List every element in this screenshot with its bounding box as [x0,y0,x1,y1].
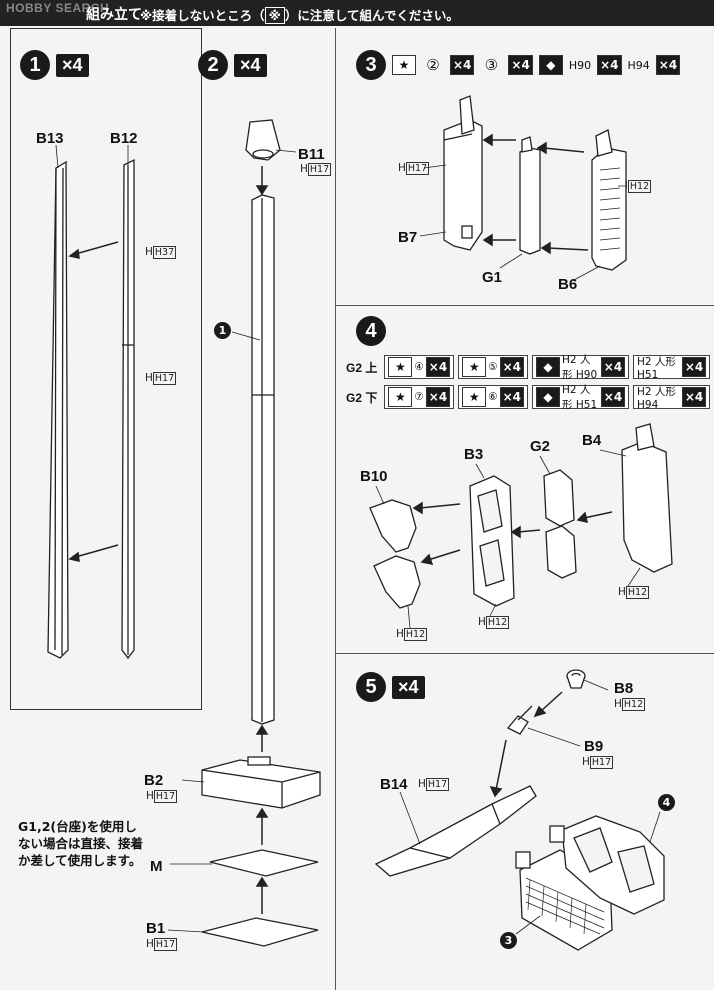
divider-step3-4 [335,305,714,306]
table-cell: ★⑥×4 [458,385,529,409]
label-b10: B10 [360,468,388,485]
label-b7: B7 [398,229,418,246]
label-b11: B11 [298,146,325,163]
header-bar: HOBBY SEARCH 組み立て ※接着しないところ（※）に注意して組んでくだ… [0,0,714,26]
label-b14: B14 [380,776,408,793]
req-3: ③ [484,56,499,74]
table-cell: H2 人形 H51×4 [633,355,711,381]
table-cell: ◆H2 人形 H90×4 [532,354,629,381]
divider-step4-5 [335,653,714,654]
section-title: 組み立て [86,7,142,23]
step4-header: 4 [356,316,386,346]
ref-step4: 4 [658,794,675,811]
star-icon: ★ [392,55,416,75]
step3-number: 3 [356,50,386,80]
step5-number: 5 [356,672,386,702]
step1-qty: ×4 [56,53,89,77]
req-qty: ×4 [597,55,622,75]
paint-table: G2 上 ★④×4 ★⑤×4 ◆H2 人形 H90×4 H2 人形 H51×4 … [346,354,714,411]
label-m: M [150,858,163,875]
req-h94: H94 [627,58,650,72]
label-b4: B4 [582,432,602,449]
base-note: G1,2(台座)を使用しない場合は直接、接着か差して使用します。 [18,819,144,868]
step1-panel [10,28,202,710]
table-cell: ★⑤×4 [458,355,529,379]
label-b12: B12 [110,130,138,147]
step2-number: 2 [198,50,228,80]
req-2: ② [426,56,440,74]
step3-header: 3 ★ ② ×4 ③ ×4 ◆ H90 ×4 H94 ×4 [356,50,681,80]
label-b1: B1 [146,920,166,937]
table-row: G2 下 ★⑦×4 ★⑥×4 ◆H2 人形 H51×4 H2 人形 H94×4 [346,384,714,411]
step4-number: 4 [356,316,386,346]
step2-header: 2 ×4 [198,50,267,80]
table-cell: H2 人形 H94×4 [633,385,711,411]
step1-number: 1 [20,50,50,80]
step5-qty: ×4 [392,675,425,699]
req-qty: ×4 [655,55,681,75]
label-g1: G1 [482,269,503,286]
label-b8: B8 [614,680,634,697]
label-b3: B3 [464,446,484,463]
step1-header: 1 ×4 [20,50,89,80]
label-b6: B6 [558,276,578,293]
vertical-divider [335,28,336,990]
ref-step3: 3 [500,932,517,949]
req-qty: ×4 [508,55,533,75]
no-glue-symbol: ※ [264,7,285,24]
header-note: ※接着しないところ（※）に注意して組んでください。 [140,7,459,24]
step2-qty: ×4 [234,53,267,77]
label-b13: B13 [36,130,64,147]
label-b9: B9 [584,738,604,755]
diamond-icon: ◆ [538,55,563,75]
ref-step1: 1 [214,322,231,339]
step5-header: 5 ×4 [356,672,425,702]
req-qty: ×4 [450,55,475,75]
watermark-logo: HOBBY SEARCH [6,1,110,15]
table-cell: ◆H2 人形 H51×4 [532,384,629,411]
table-cell: ★⑦×4 [384,385,455,409]
table-cell: ★④×4 [384,355,455,379]
table-row: G2 上 ★④×4 ★⑤×4 ◆H2 人形 H90×4 H2 人形 H51×4 [346,354,714,381]
label-b2: B2 [144,772,164,789]
req-h90: H90 [568,58,592,72]
label-g2: G2 [530,438,551,455]
